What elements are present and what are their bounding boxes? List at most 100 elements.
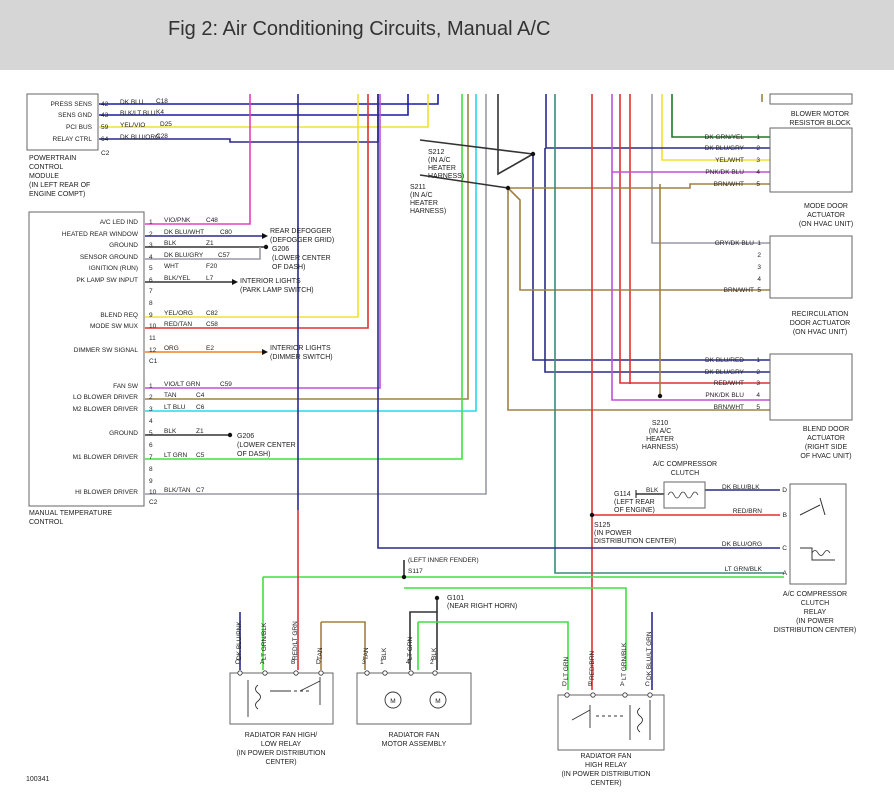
mtc-c2-number: 8 xyxy=(149,466,153,473)
pcm-name: POWERTRAIN xyxy=(29,155,76,162)
mtc-c1-number: 4 xyxy=(149,254,153,261)
clutch-relay-pin: C xyxy=(782,545,787,552)
pcm-pin-label: PCI BUS xyxy=(66,124,93,131)
fan-high-relay-switch-icon xyxy=(571,700,651,740)
mtc-name: MANUAL TEMPERATURE xyxy=(29,510,112,517)
mtc-c2-circuit: C59 xyxy=(220,381,232,388)
mtc-c1-wire: BLK xyxy=(164,240,177,247)
fan-low-relay-pin-circle xyxy=(237,670,243,676)
mtc-c2-number: 2 xyxy=(149,394,153,401)
mtc-c2-wire: VIO/LT GRN xyxy=(164,381,201,388)
wire-hi-blower xyxy=(145,94,487,495)
mtc-c1-number: 3 xyxy=(149,242,153,249)
pcm-wire-color: YEL/VIO xyxy=(120,122,145,129)
fan-high-relay-wire: LT GRN xyxy=(563,656,570,680)
leader-s212 xyxy=(419,139,534,155)
fan-motor-pin: 1 xyxy=(380,659,384,666)
mtc-c2-label: LO BLOWER DRIVER xyxy=(73,394,138,401)
recirc-door-name: RECIRCULATION xyxy=(792,311,849,318)
mode-door-wire: PNK/DK BLU xyxy=(705,169,744,176)
pcm-name: ENGINE COMPT) xyxy=(29,191,85,198)
mtc-c1-wire: DK BLU/WHT xyxy=(164,229,204,236)
note-g114: (LEFT REAR xyxy=(614,499,655,506)
note-s125: DISTRIBUTION CENTER) xyxy=(594,538,676,545)
mtc-c2-circuit: Z1 xyxy=(196,428,204,435)
fan-low-relay-box xyxy=(229,672,334,725)
fan-low-relay-name: CENTER) xyxy=(265,759,296,766)
fan-low-relay-pin: A xyxy=(260,659,265,666)
clutch-relay-wire: DK BLU/ORG xyxy=(722,541,762,548)
mtc-c2-circuit: C5 xyxy=(196,452,205,459)
wire-blend-brn-wht xyxy=(507,188,780,411)
leader-s211 xyxy=(419,174,509,189)
fan-low-relay-name: RADIATOR FAN HIGH/ xyxy=(245,732,318,739)
arrow-park-lamp xyxy=(232,279,238,285)
fan-high-relay-wire: DK BLU/LT GRN xyxy=(646,631,653,680)
recirc-door-wire: GRY/DK BLU xyxy=(715,240,755,247)
blend-door-pin: 4 xyxy=(756,392,760,399)
fan-motor-pin: 2 xyxy=(430,659,434,666)
blend-door-name: BLEND DOOR xyxy=(803,426,849,433)
clutch-relay-name: A/C COMPRESSOR xyxy=(783,591,847,598)
recirc-door-pin: 1 xyxy=(757,240,761,247)
blend-door-wire: BRN/WHT xyxy=(714,404,744,411)
fan-low-relay-pin: D xyxy=(316,659,321,666)
mtc-c1-circuit: F20 xyxy=(206,263,218,270)
clutch-relay-box xyxy=(789,483,847,585)
fan-motor-wire: TAN xyxy=(363,647,370,660)
mode-door-wire: DK GRN/YEL xyxy=(705,134,745,141)
pcm-pin-number: 43 xyxy=(101,112,109,119)
mtc-c1-wire: VIO/PNK xyxy=(164,217,191,224)
mtc-c1-circuit: C82 xyxy=(206,310,218,317)
mtc-c2-number: 4 xyxy=(149,418,153,425)
note-s211: S211 xyxy=(410,184,426,191)
wire-g101-blk1 xyxy=(409,598,438,670)
fan-low-relay-switch-icon xyxy=(247,677,321,717)
clutch-relay-wire: RED/BRN xyxy=(733,508,763,515)
pcm-pin-number: 64 xyxy=(101,136,109,143)
fan-motor-pin-circle xyxy=(364,670,370,676)
wire-blend-dk-blu-red xyxy=(532,154,780,361)
blend-door-name: OF HVAC UNIT) xyxy=(800,453,851,460)
note-s212: HEATER xyxy=(428,165,456,172)
fan-low-relay-pin-circle xyxy=(293,670,299,676)
mode-door-wire: DK BLU/GRY xyxy=(705,145,745,152)
wire-blend-req xyxy=(145,94,359,318)
recirc-door-name: (ON HVAC UNIT) xyxy=(793,329,847,336)
note-s210: HEATER xyxy=(646,436,674,443)
component-layer xyxy=(26,93,853,751)
fan-motor-name: MOTOR ASSEMBLY xyxy=(382,741,447,748)
mtc-c1-number: 5 xyxy=(149,265,153,272)
compressor-clutch-name: A/C COMPRESSOR xyxy=(653,461,717,468)
blend-door-wire: DK BLU/RED xyxy=(705,357,744,364)
fan-high-relay-pin: D xyxy=(562,681,567,688)
fan-high-relay-pin: C xyxy=(645,681,650,688)
wire-s212-feed xyxy=(497,94,534,176)
clutch-relay-coil-icon xyxy=(811,550,831,556)
fan-motor-pin-circle xyxy=(432,670,438,676)
fan-low-relay-pin-circle xyxy=(262,670,268,676)
fan-motor-2-icon xyxy=(429,691,447,709)
recirc-door-name: DOOR ACTUATOR xyxy=(790,320,850,327)
fan-high-relay-pin: B xyxy=(588,681,592,688)
clutch-relay-name: RELAY xyxy=(804,609,827,616)
clutch-relay-wire: LT GRN/BLK xyxy=(725,566,763,573)
fan-high-relay-name: (IN POWER DISTRIBUTION xyxy=(561,771,650,778)
wire-lt-grn-blk-relay xyxy=(554,94,784,574)
s211-dot xyxy=(505,185,511,191)
mtc-name: CONTROL xyxy=(29,519,63,526)
mtc-c1-circuit: C57 xyxy=(218,252,230,259)
recirc-door-pin: 2 xyxy=(757,252,761,259)
mtc-c1-circuit: C58 xyxy=(206,321,218,328)
pcm-wire-color: DK BLU/ORG xyxy=(120,134,160,141)
fan-motor-wire: BLK xyxy=(381,647,388,660)
wire-blend-red-wht xyxy=(619,94,780,384)
wire-pci-bus xyxy=(99,94,429,128)
mtc-c2-number: 5 xyxy=(149,430,153,437)
figure-title: Fig 2: Air Conditioning Circuits, Manual… xyxy=(168,18,551,40)
pcm-wire-color: BLK/LT BLU xyxy=(120,110,156,117)
mtc-c1-label: BLEND REQ xyxy=(100,312,138,319)
mtc-c2-wire: BLK/TAN xyxy=(164,487,191,494)
pcm-pin-number: 59 xyxy=(101,124,109,131)
blend-door-wire: RED/WHT xyxy=(714,380,744,387)
